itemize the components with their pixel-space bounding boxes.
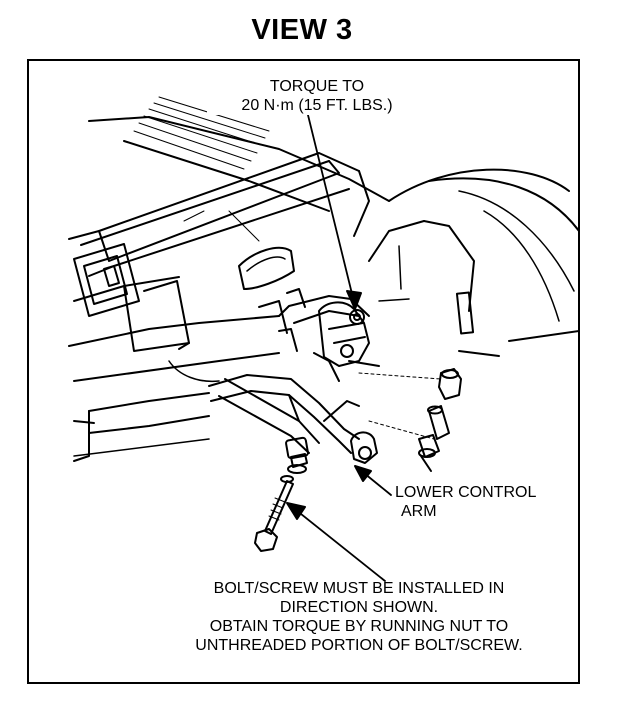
diagram-frame: TORQUE TO 20 N·m (15 FT. LBS.) LOWER CON… — [27, 59, 580, 684]
wheelhouse-slot — [455, 291, 475, 335]
bolt-leader — [290, 505, 386, 582]
torque-line-2: 20 N·m (15 FT. LBS.) — [241, 97, 393, 114]
body-panel-upper — [88, 116, 390, 202]
lca-arrowhead — [354, 465, 372, 482]
rear-bushing-lower — [418, 434, 440, 458]
rear-bushing-sleeve — [428, 405, 450, 440]
lca-line-1: LOWER CONTROL — [395, 484, 537, 501]
frame-opening — [238, 246, 295, 290]
alignment-line-1 — [368, 420, 435, 440]
lca-line-2: ARM — [401, 503, 437, 520]
bolt-line-4: UNTHREADED PORTION OF BOLT/SCREW. — [195, 637, 523, 654]
rear-bushing-upper — [438, 368, 462, 400]
torque-line-1: TORQUE TO — [269, 78, 365, 95]
bolt-line-3: OBTAIN TORQUE BY RUNNING NUT TO — [209, 618, 509, 635]
body-panel-line-2 — [123, 140, 330, 212]
frame-rail-top — [68, 152, 360, 240]
knuckle — [318, 301, 370, 367]
front-bushing — [285, 436, 309, 460]
hatched-panel — [133, 130, 245, 170]
view-title: VIEW 3 — [251, 14, 353, 46]
torque-arrowhead — [346, 290, 362, 310]
lower-control-arm-callout: LOWER CONTROL ARM — [395, 483, 536, 521]
torque-leader — [306, 110, 356, 307]
wheel-house — [388, 168, 570, 202]
bolt-line-1: BOLT/SCREW MUST BE INSTALLED IN — [213, 580, 505, 597]
lower-control-arm — [208, 374, 360, 440]
alignment-line-2 — [358, 372, 442, 380]
bolt-note: BOLT/SCREW MUST BE INSTALLED IN DIRECTIO… — [149, 579, 569, 655]
crossmember — [68, 315, 280, 347]
bolt-shaft — [264, 480, 294, 535]
ball-joint — [350, 431, 378, 464]
torque-callout: TORQUE TO 20 N·m (15 FT. LBS.) — [207, 77, 427, 115]
bolt-head — [254, 528, 278, 552]
bolt-line-2: DIRECTION SHOWN. — [279, 599, 439, 616]
frame-end-box — [73, 243, 140, 317]
bolt-arrowhead — [286, 502, 306, 520]
suspension-illustration — [68, 96, 578, 582]
knuckle-nut-lower — [340, 344, 354, 358]
